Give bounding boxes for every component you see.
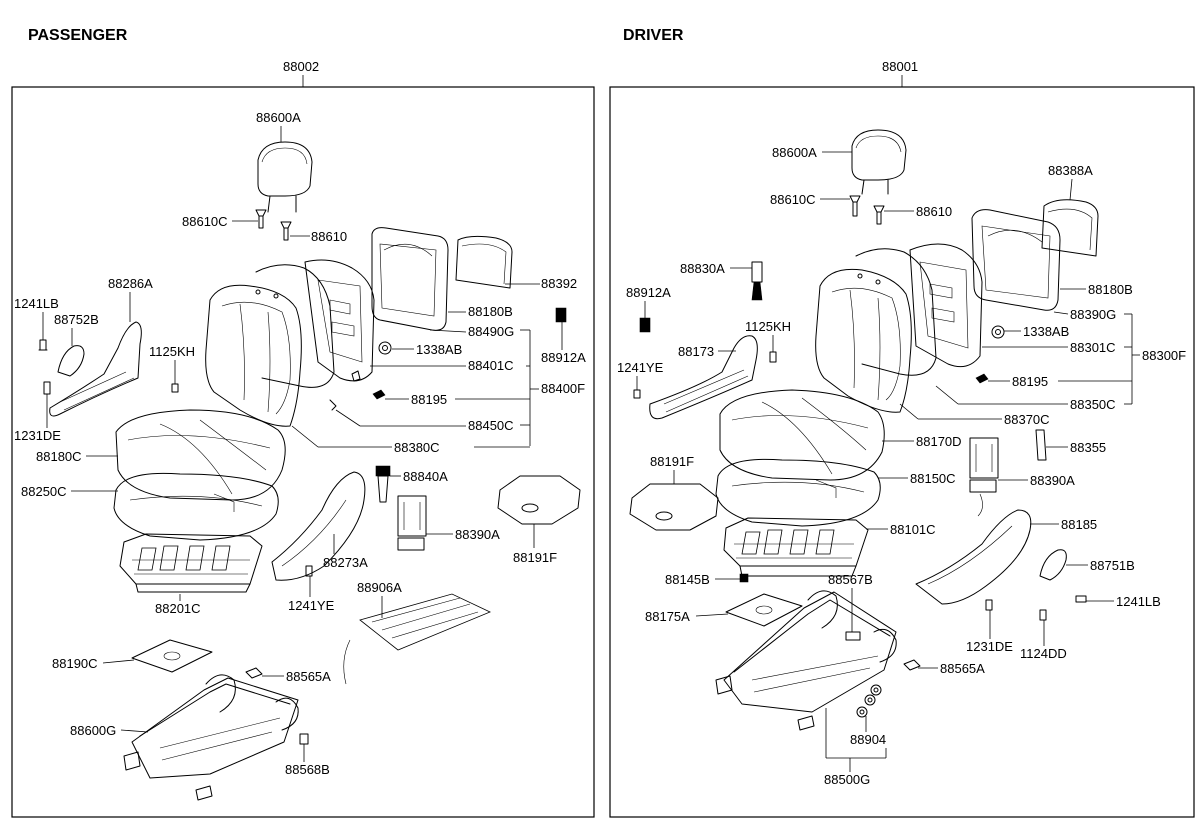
label-88500G: 88500G [824,772,870,787]
label-88401C: 88401C [468,358,514,373]
label-88286A: 88286A [108,276,153,291]
label-1241LB: 1241LB [1116,594,1161,609]
label-1241LB: 1241LB [14,296,59,311]
label-88170D: 88170D [916,434,962,449]
label-88400F: 88400F [541,381,585,396]
passenger-drawings [38,141,581,801]
label-88195: 88195 [411,392,447,407]
label-88173: 88173 [678,344,714,359]
driver-labels: 88600A 88388A 88610C 88610 88830A 88912A… [617,145,1186,787]
label-88190C: 88190C [52,656,98,671]
label-1241YE: 1241YE [617,360,664,375]
label-1338AB: 1338AB [1023,324,1069,339]
label-88370C: 88370C [1004,412,1050,427]
label-88567B: 88567B [828,572,873,587]
driver-heading: DRIVER [623,27,684,44]
label-88751B: 88751B [1090,558,1135,573]
label-1125KH: 1125KH [745,319,791,334]
label-88610C: 88610C [770,192,816,207]
passenger-labels: 88600A 88610C 88610 88392 88180B 88490G … [14,110,586,777]
label-88600G: 88600G [70,723,116,738]
label-88301C: 88301C [1070,340,1116,355]
passenger-seat-track-drawing [123,674,299,801]
label-88392: 88392 [541,276,577,291]
label-88906A: 88906A [357,580,402,595]
label-88273A: 88273A [323,555,368,570]
label-88390G: 88390G [1070,307,1116,322]
label-88195: 88195 [1012,374,1048,389]
label-88450C: 88450C [468,418,514,433]
label-88840A: 88840A [403,469,448,484]
label-1241YE: 1241YE [288,598,335,613]
label-88600A: 88600A [772,145,817,160]
label-88904: 88904 [850,732,886,747]
driver-assembly-number: 88001 [882,59,918,74]
label-88180B: 88180B [468,304,513,319]
label-88600A: 88600A [256,110,301,125]
label-88250C: 88250C [21,484,67,499]
headrest-drawing [257,141,313,213]
passenger-frame [11,86,595,818]
label-88388A: 88388A [1048,163,1093,178]
label-88390A: 88390A [1030,473,1075,488]
label-88752B: 88752B [54,312,99,327]
label-1231DE: 1231DE [966,639,1013,654]
label-1125KH: 1125KH [149,344,195,359]
label-88150C: 88150C [910,471,956,486]
label-88565A: 88565A [286,669,331,684]
label-88610: 88610 [916,204,952,219]
passenger-assembly-number: 88002 [283,59,319,74]
label-1124DD: 1124DD [1020,646,1067,661]
label-88565A: 88565A [940,661,985,676]
label-88201C: 88201C [155,601,201,616]
label-88175A: 88175A [645,609,690,624]
label-88180B: 88180B [1088,282,1133,297]
label-1338AB: 1338AB [416,342,462,357]
label-1231DE: 1231DE [14,428,61,443]
label-88101C: 88101C [890,522,936,537]
passenger-heading: PASSENGER [28,27,128,44]
label-88610C: 88610C [182,214,228,229]
label-88610: 88610 [311,229,347,244]
label-88191F: 88191F [513,550,557,565]
driver-frame [609,86,1195,818]
seat-cushion-cover-drawing [115,409,286,501]
label-88912A: 88912A [626,285,671,300]
label-88355: 88355 [1070,440,1106,455]
label-88191F: 88191F [650,454,694,469]
label-88912A: 88912A [541,350,586,365]
driver-drawings [629,129,1099,731]
label-88185: 88185 [1061,517,1097,532]
label-88390A: 88390A [455,527,500,542]
label-88300F: 88300F [1142,348,1186,363]
label-88568B: 88568B [285,762,330,777]
driver-seat-track-drawing [715,590,897,731]
seatback-cover-drawing [205,284,302,427]
label-88380C: 88380C [394,440,440,455]
label-88350C: 88350C [1070,397,1116,412]
label-88180C: 88180C [36,449,82,464]
label-88830A: 88830A [680,261,725,276]
label-88490G: 88490G [468,324,514,339]
label-88145B: 88145B [665,572,710,587]
